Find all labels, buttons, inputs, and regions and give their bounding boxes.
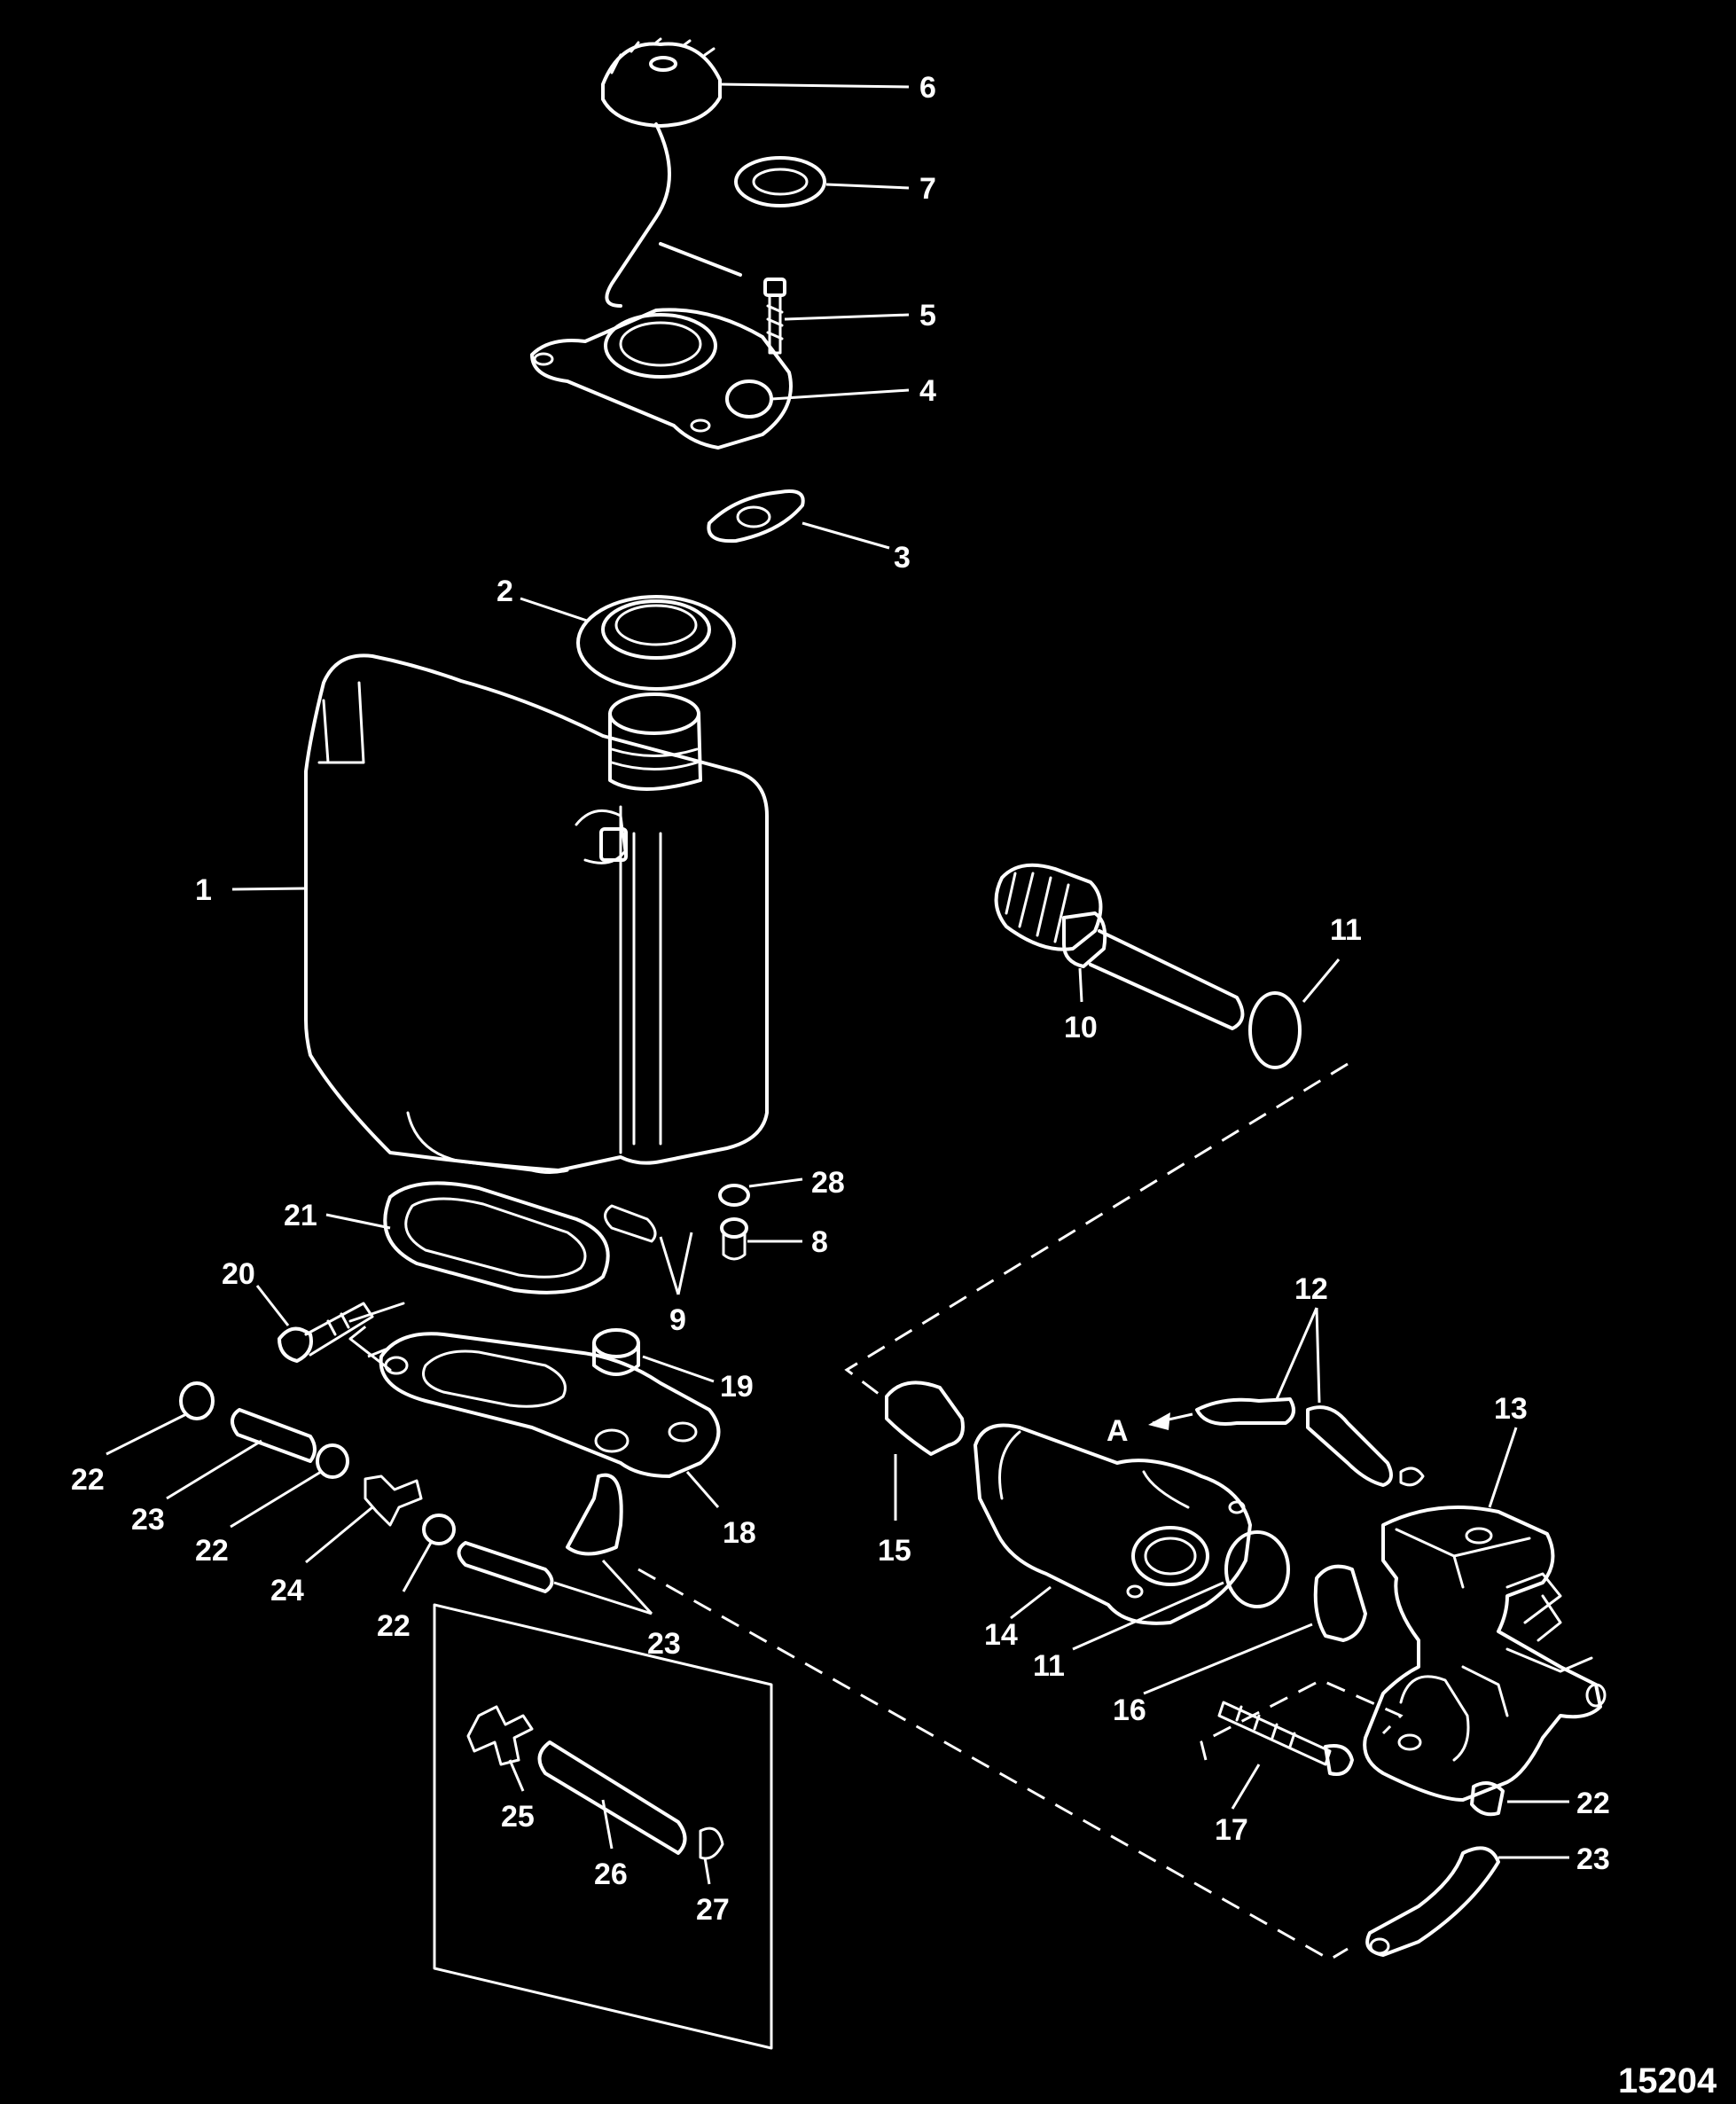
clamp-b bbox=[316, 1443, 349, 1479]
figure-number: 15204 bbox=[1618, 2061, 1717, 2100]
oil-pump bbox=[1363, 1467, 1607, 1802]
callout-27: 27 bbox=[696, 1893, 730, 1927]
callout-21: 21 bbox=[284, 1199, 317, 1232]
o-ring-lower bbox=[1224, 1530, 1290, 1608]
callout-12: 12 bbox=[1294, 1272, 1328, 1306]
callout-3: 3 bbox=[894, 541, 911, 575]
callout-6: 6 bbox=[919, 71, 936, 105]
drive-shaft bbox=[994, 863, 1245, 1030]
callout-18: 18 bbox=[723, 1516, 756, 1550]
callout-9: 9 bbox=[669, 1303, 686, 1337]
callout-numbers: 6 7 5 4 3 2 1 11 10 28 8 21 9 20 19 12 1… bbox=[71, 71, 1610, 1927]
hose-short bbox=[231, 1408, 317, 1463]
clamp-d bbox=[1470, 1781, 1505, 1817]
bracket-grommet bbox=[592, 1328, 640, 1376]
callout-7: 7 bbox=[919, 172, 936, 206]
mount-bolt bbox=[278, 1302, 374, 1363]
dashed-route-bolt-left bbox=[349, 1319, 391, 1358]
callout-15: 15 bbox=[878, 1534, 911, 1568]
pump-bolt bbox=[1217, 1701, 1354, 1776]
hose-12a bbox=[1195, 1397, 1295, 1426]
filler-grommet bbox=[576, 595, 736, 691]
callout-16: 16 bbox=[1113, 1693, 1146, 1727]
tank-fitting bbox=[604, 1204, 657, 1243]
pump-seal bbox=[885, 1381, 965, 1456]
callout-5: 5 bbox=[919, 299, 936, 332]
callout-17: 17 bbox=[1215, 1813, 1248, 1847]
dashed-route-lower bbox=[637, 1568, 1349, 1961]
callout-23-c: 23 bbox=[1576, 1842, 1610, 1876]
detail-label-a: A bbox=[1107, 1414, 1129, 1448]
oil-tank bbox=[304, 653, 769, 1174]
hose-12b bbox=[1306, 1405, 1393, 1487]
tank-screw bbox=[720, 1217, 748, 1261]
hose-connector bbox=[364, 1474, 423, 1527]
callout-22-b: 22 bbox=[195, 1534, 229, 1568]
callout-22-d: 22 bbox=[1576, 1787, 1610, 1820]
callout-22-c: 22 bbox=[377, 1609, 411, 1643]
callout-22-a: 22 bbox=[71, 1463, 105, 1497]
tank-base-seal bbox=[383, 1181, 610, 1294]
inset-clamp bbox=[699, 1826, 724, 1860]
hose-vertical bbox=[566, 1473, 623, 1556]
inset-kit-box bbox=[433, 1603, 773, 2050]
callout-20: 20 bbox=[222, 1257, 255, 1291]
callout-8: 8 bbox=[811, 1225, 828, 1259]
sleeve bbox=[1313, 1564, 1367, 1642]
washer bbox=[718, 1184, 750, 1207]
oil-fill-cap bbox=[601, 37, 742, 308]
callout-26: 26 bbox=[594, 1858, 628, 1891]
callout-11-lower: 11 bbox=[1033, 1649, 1065, 1683]
hose-middle bbox=[457, 1541, 554, 1593]
callout-10: 10 bbox=[1064, 1011, 1098, 1044]
dashed-route-upper bbox=[844, 1062, 1349, 1398]
dashed-route-bolt bbox=[1200, 1678, 1404, 1761]
callout-14: 14 bbox=[984, 1618, 1018, 1652]
callout-24: 24 bbox=[270, 1574, 304, 1607]
pump-housing bbox=[974, 1423, 1252, 1625]
callout-2: 2 bbox=[497, 575, 513, 608]
callout-4: 4 bbox=[919, 374, 936, 408]
callout-1: 1 bbox=[195, 873, 212, 907]
callout-19: 19 bbox=[720, 1370, 754, 1404]
callout-28: 28 bbox=[811, 1166, 845, 1200]
inset-hose bbox=[537, 1740, 687, 1855]
callout-11-upper: 11 bbox=[1330, 913, 1362, 947]
clamp-a bbox=[179, 1381, 215, 1420]
callout-13: 13 bbox=[1494, 1392, 1528, 1426]
callout-25: 25 bbox=[501, 1800, 535, 1834]
hose-lower-right bbox=[1365, 1846, 1500, 1957]
flange-gasket bbox=[707, 489, 805, 544]
callout-23-b: 23 bbox=[647, 1627, 681, 1661]
tank-bracket bbox=[348, 1302, 721, 1478]
cap-gasket bbox=[734, 156, 826, 207]
tee-fitting bbox=[466, 1705, 534, 1766]
leader-lines bbox=[106, 82, 1569, 1885]
filler-neck-flange bbox=[530, 308, 793, 450]
detail-a-arrow bbox=[1148, 1412, 1193, 1430]
o-ring-upper bbox=[1248, 991, 1302, 1069]
hose-end bbox=[1369, 1937, 1390, 1955]
callout-23-a: 23 bbox=[131, 1503, 165, 1537]
clamp-c bbox=[422, 1513, 456, 1545]
